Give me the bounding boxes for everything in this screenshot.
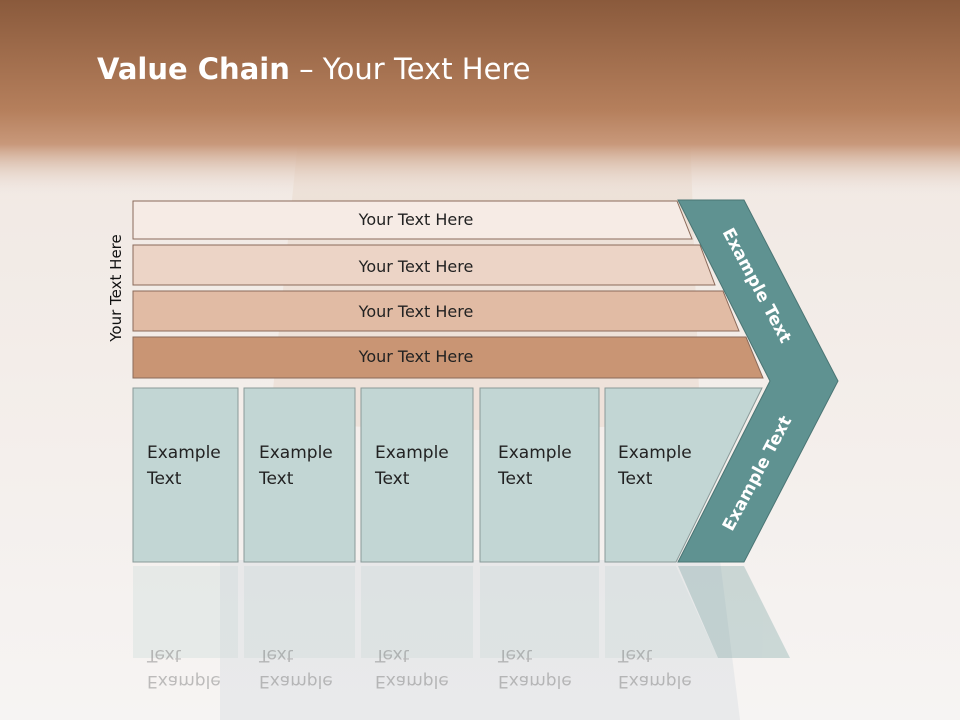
reflection-box-5 [605, 566, 718, 658]
box-3-line1: Example [375, 443, 449, 463]
reflection-box-5-line1: Example [618, 671, 692, 691]
chevron-arrow [677, 199, 839, 563]
reflection-box-4-line1: Example [498, 671, 572, 691]
box-2-line2: Text [258, 469, 294, 489]
reflection-box-3 [361, 566, 473, 658]
bar-2-label: Your Text Here [358, 257, 474, 276]
reflection-box-3-line1: Example [375, 671, 449, 691]
box-4 [479, 387, 600, 563]
box-3 [360, 387, 474, 563]
box-5-line2: Text [617, 469, 653, 489]
box-1 [132, 387, 239, 563]
reflection-box-2 [244, 566, 355, 658]
bar-4-label: Your Text Here [358, 347, 474, 366]
box-4-line2: Text [497, 469, 533, 489]
page-title: Value Chain – Your Text Here [97, 52, 531, 86]
box-4-line1: Example [498, 443, 572, 463]
reflection-box-1 [133, 566, 238, 658]
box-3-line2: Text [374, 469, 410, 489]
bar-4 [132, 336, 764, 379]
bar-3-label: Your Text Here [358, 302, 474, 321]
box-5 [604, 387, 763, 563]
bar-3 [132, 290, 740, 332]
reflection-box-4 [480, 566, 599, 658]
reflection-box-4-line2: Text [497, 645, 533, 665]
reflection-box-5-line2: Text [617, 645, 653, 665]
reflection-box-1-line2: Text [146, 645, 182, 665]
bar-1-label: Your Text Here [358, 210, 474, 229]
box-2 [243, 387, 356, 563]
reflection-box-1-line1: Example [147, 671, 221, 691]
box-5-line1: Example [618, 443, 692, 463]
box-2-line1: Example [259, 443, 333, 463]
reflection-box-2-line2: Text [258, 645, 294, 665]
reflection-box-3-line2: Text [374, 645, 410, 665]
box-1-line2: Text [146, 469, 182, 489]
bar-1 [132, 200, 693, 240]
reflection-box-2-line1: Example [259, 671, 333, 691]
photo-jeans [220, 560, 740, 720]
reflection [133, 566, 790, 658]
reflection-chevron [678, 566, 790, 658]
box-1-line1: Example [147, 443, 221, 463]
reflection-text: Example Text Example Text Example Text E… [146, 645, 692, 691]
bar-2 [132, 244, 716, 286]
